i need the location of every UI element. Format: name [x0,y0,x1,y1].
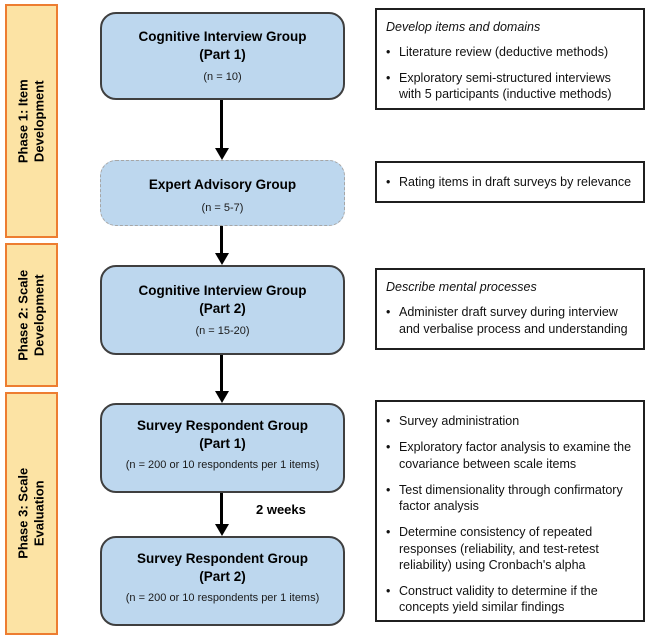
arrow-duration-label: 2 weeks [256,502,306,517]
bullet-item: • Administer draft survey during intervie… [386,304,635,337]
sample-size-label: (n = 15-20) [195,325,250,338]
bullet-text: Test dimensionality through confirmatory… [399,482,623,513]
side-box-item-development: Develop items and domains • Literature re… [375,8,645,110]
bullet-text: Literature review (deductive methods) [399,45,609,60]
phase-2-label-line1: Phase 2: Scale [15,269,31,361]
box-title-line1: Survey Respondent Group [136,418,309,433]
bullet-item: • Exploratory semi-structured interviews … [386,70,635,103]
flow-arrow-1 [220,100,223,149]
phase-1-label-line1: Phase 1: Item [15,79,31,163]
bullet-item: • Rating items in draft surveys by releva… [386,174,635,190]
box-title-line1: Cognitive Interview Group [138,283,307,298]
box-title: Survey Respondent Group (Part 2) [102,550,343,585]
bullet-marker: • [386,440,391,455]
sample-size-label: (n = 200 or 10 respondents per 1 items) [125,592,320,605]
box-title-line1: Cognitive Interview Group [138,29,307,44]
flow-box-survey-respondent-group-part2: Survey Respondent Group (Part 2) (n = 200… [100,536,345,626]
phase-3-label-line2: Evaluation [31,480,47,547]
bullet-item: • Construct validity to determine if the … [386,583,635,616]
box-title-line1: Survey Respondent Group [136,551,309,566]
bullet-text: Survey administration [399,414,520,428]
box-title: Expert Advisory Group [148,177,297,192]
box-title-line2: (Part 2) [199,568,246,584]
bullet-marker: • [386,525,391,540]
flow-box-cognitive-interview-group-part1: Cognitive Interview Group (Part 1) (n = 1… [100,12,345,100]
box-title: Survey Respondent Group (Part 1) [102,417,343,452]
box-title-line2: (Part 1) [199,435,246,451]
bullet-marker: • [386,305,391,320]
side-box-heading: Develop items and domains [386,20,541,34]
sample-size-label: (n = 5-7) [201,201,244,214]
bullet-text: Rating items in draft surveys by relevan… [399,175,632,189]
bullet-text: Administer draft survey during interview… [399,305,628,336]
flow-box-cognitive-interview-group-part2: Cognitive Interview Group (Part 2) (n = 1… [100,265,345,355]
bullet-marker: • [386,175,391,189]
phase-1-label-line2: Development [31,80,47,162]
flow-box-expert-advisory-group: Expert Advisory Group (n = 5-7) [100,160,345,226]
bullet-marker: • [386,584,391,598]
bullet-marker: • [386,414,391,428]
bullet-item: • Test dimensionality through confirmator… [386,482,635,515]
side-box-expert-rating: • Rating items in draft surveys by releva… [375,161,645,203]
phase-2-label-line2: Development [31,274,47,356]
bullet-marker: • [386,70,391,85]
side-box-scale-evaluation: • Survey administration • Exploratory fact… [375,400,645,622]
flow-box-survey-respondent-group-part1: Survey Respondent Group (Part 1) (n = 200… [100,403,345,493]
bullet-text: Construct validity to determine if the c… [399,584,598,615]
bullet-item: • Survey administration [386,413,635,429]
bullet-marker: • [386,482,391,497]
side-box-scale-development: Describe mental processes • Administer dr… [375,268,645,350]
flow-arrow-2 [220,226,223,254]
bullet-text: Determine consistency of repeated respon… [399,525,599,572]
box-title: Cognitive Interview Group (Part 2) [102,282,343,317]
sample-size-label: (n = 200 or 10 respondents per 1 items) [125,459,320,472]
side-box-heading: Describe mental processes [386,280,537,294]
box-title: Cognitive Interview Group (Part 1) [102,28,343,63]
bullet-item: • Exploratory factor analysis to examine … [386,439,635,472]
box-title-line2: (Part 2) [199,300,246,316]
box-title-line2: (Part 1) [199,46,246,62]
phase-3-label-line1: Phase 3: Scale [15,467,31,560]
bullet-text: Exploratory factor analysis to examine t… [399,440,632,471]
sample-size-label: (n = 10) [203,71,242,84]
flow-arrow-4 [220,493,223,525]
bullet-text: Exploratory semi-structured interviews w… [399,70,612,101]
bullet-item: • Literature review (deductive methods) [386,44,635,60]
bullet-marker: • [386,45,391,60]
bullet-item: • Determine consistency of repeated respo… [386,524,635,573]
flow-arrow-3 [220,355,223,392]
